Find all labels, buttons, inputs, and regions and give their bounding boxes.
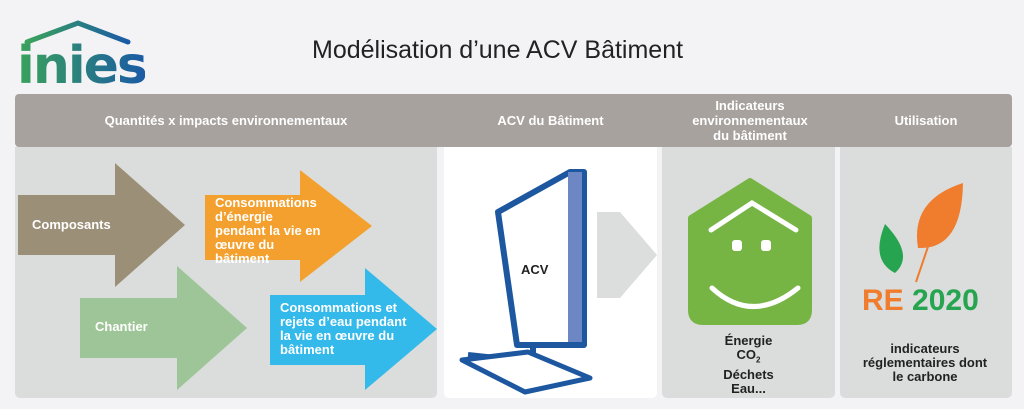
usage-description: indicateurs réglementaires dont le carbo…	[862, 341, 988, 384]
eau-arrow	[270, 268, 437, 390]
chantier-arrow	[80, 266, 247, 390]
header-usage: Utilisation	[894, 113, 958, 128]
energie-arrow	[205, 170, 372, 282]
eau-label: Consommations et rejets d’eau pendant la…	[280, 300, 407, 357]
computer-icon	[459, 169, 593, 395]
page-title: Modélisation d’une ACV Bâtiment	[312, 36, 684, 64]
flow-arrow	[597, 212, 657, 298]
chantier-label: Chantier	[95, 319, 148, 334]
indicator-energy: Énergie	[724, 333, 773, 348]
co2-text: CO	[736, 347, 757, 362]
smiling-house-icon	[688, 178, 812, 325]
co2-subscript: 2	[756, 355, 761, 365]
re2020-logo: RE 2020	[862, 284, 979, 318]
acv-label: ACV	[521, 262, 549, 277]
year-text: 2020	[912, 284, 979, 317]
header-bar	[15, 94, 1012, 147]
indicator-co2: CO2	[662, 348, 835, 368]
usage-panel	[840, 147, 1012, 398]
inies-logo: inies	[15, 18, 148, 96]
re-text: RE	[862, 284, 904, 317]
indicator-water: Eau...	[731, 380, 766, 396]
indicator-waste: Déchets	[723, 366, 774, 382]
header-quantities: Quantités x impacts environnementaux	[104, 113, 348, 128]
composants-arrow	[18, 163, 185, 287]
indicators-list: Énergie CO2 Déchets Eau...	[662, 334, 835, 396]
composants-label: Composants	[32, 217, 111, 232]
header-acv: ACV du Bâtiment	[497, 113, 604, 128]
energie-label: Consommations d’énergie pendant la vie e…	[215, 195, 321, 266]
header-indicators: Indicateurs environnementaux du bâtiment	[692, 98, 808, 143]
leaves-icon	[879, 183, 963, 283]
svg-text:inies: inies	[17, 36, 145, 88]
